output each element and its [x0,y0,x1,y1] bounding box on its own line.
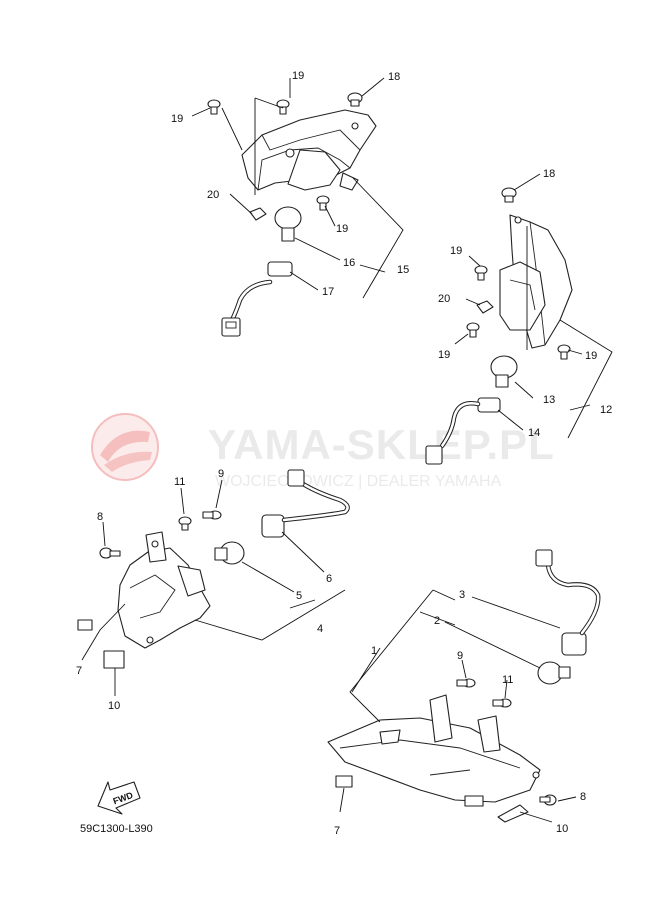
bolt-9-a [202,510,222,520]
callout-6: 6 [326,573,332,585]
watermark: YAMA-SKLEP.PL WOJCIECHOWICZ | DEALER YAM… [91,413,555,490]
callout-3: 3 [459,589,465,601]
watermark-brand-text: YAMA-SKLEP.PL [208,421,555,468]
callout-12: 12 [600,404,612,416]
callout-19: 19 [171,113,183,125]
socket-3 [535,549,601,656]
callout-19: 19 [450,245,462,257]
socket-14 [425,397,501,465]
assembly-15-turn-signal [191,77,404,337]
watermark-logo-icon [91,413,159,481]
callout-10: 10 [108,700,120,712]
callout-19: 19 [336,223,348,235]
callout-13: 13 [543,394,555,406]
bolt-9-b [456,678,476,688]
bulb-5 [214,541,245,565]
housing-4 [117,547,211,649]
callout-19: 19 [292,70,304,82]
callout-7: 7 [76,665,82,677]
callout-19: 19 [585,350,597,362]
callout-14: 14 [528,427,540,439]
screw-19-d [474,265,488,281]
callout-4: 4 [317,623,323,635]
callout-2: 2 [434,615,440,627]
callout-8: 8 [580,791,586,803]
callout-18: 18 [388,71,400,83]
callout-9: 9 [218,468,224,480]
assembly-4-turn-signal [77,469,350,696]
connector-14 [425,445,443,465]
socket-6 [261,469,350,538]
cap-18-a [347,92,363,107]
diagram-code: 59C1300-L390 [80,823,153,835]
grommet-7-a [77,619,93,631]
nut-20-a [249,207,267,221]
callout-11: 11 [502,674,513,686]
lens-socket-4 [177,565,206,597]
callout-5: 5 [296,590,302,602]
cap-18-b [501,187,517,203]
callout-20: 20 [207,189,219,201]
connector-3 [535,549,553,567]
callout-7: 7 [334,825,340,837]
lens-15 [287,149,341,191]
callout-10: 10 [556,823,568,835]
bulb-16 [274,206,302,242]
screw-8-b [539,794,557,806]
callout-8: 8 [97,511,103,523]
screw-19-a [276,99,290,115]
connector-6 [287,469,305,487]
screw-19-c [316,195,330,211]
tab-15 [339,172,359,191]
screw-8-a [99,547,121,559]
pad-10-b [497,804,529,823]
callout-17: 17 [322,286,334,298]
bulb-2 [537,661,571,685]
mount-1b [477,715,501,753]
callout-19: 19 [438,349,450,361]
bolt-11-a [178,516,192,531]
nut-20-b [476,300,494,314]
callout-9: 9 [457,650,463,662]
pad-10-a [103,650,125,669]
screw-19-b [207,99,221,115]
callout-20: 20 [438,293,450,305]
tab-1 [379,729,401,745]
callout-1: 1 [371,645,377,657]
bulb-13 [490,355,518,388]
assembly-1-turn-signal [327,549,601,823]
fwd-arrow-icon: FWD [97,781,141,815]
callout-11: 11 [174,476,185,488]
bracket-15 [241,109,377,191]
screw-19-e [466,322,480,338]
watermark-dealer-text: WOJCIECHOWICZ | DEALER YAMAHA [215,473,502,490]
bolt-11-b [492,698,512,708]
lens-12 [499,261,546,331]
callout-18: 18 [543,168,555,180]
assembly-12-turn-signal [425,173,613,465]
mount-1 [429,694,453,743]
grommet-7-b [335,775,353,788]
callout-15: 15 [397,264,409,276]
screw-19-f [557,344,571,360]
callout-labels: 19 18 19 20 19 16 15 17 18 19 20 19 19 1… [76,70,612,837]
socket-17 [221,261,293,337]
connector-17 [221,317,241,337]
callout-16: 16 [343,257,355,269]
